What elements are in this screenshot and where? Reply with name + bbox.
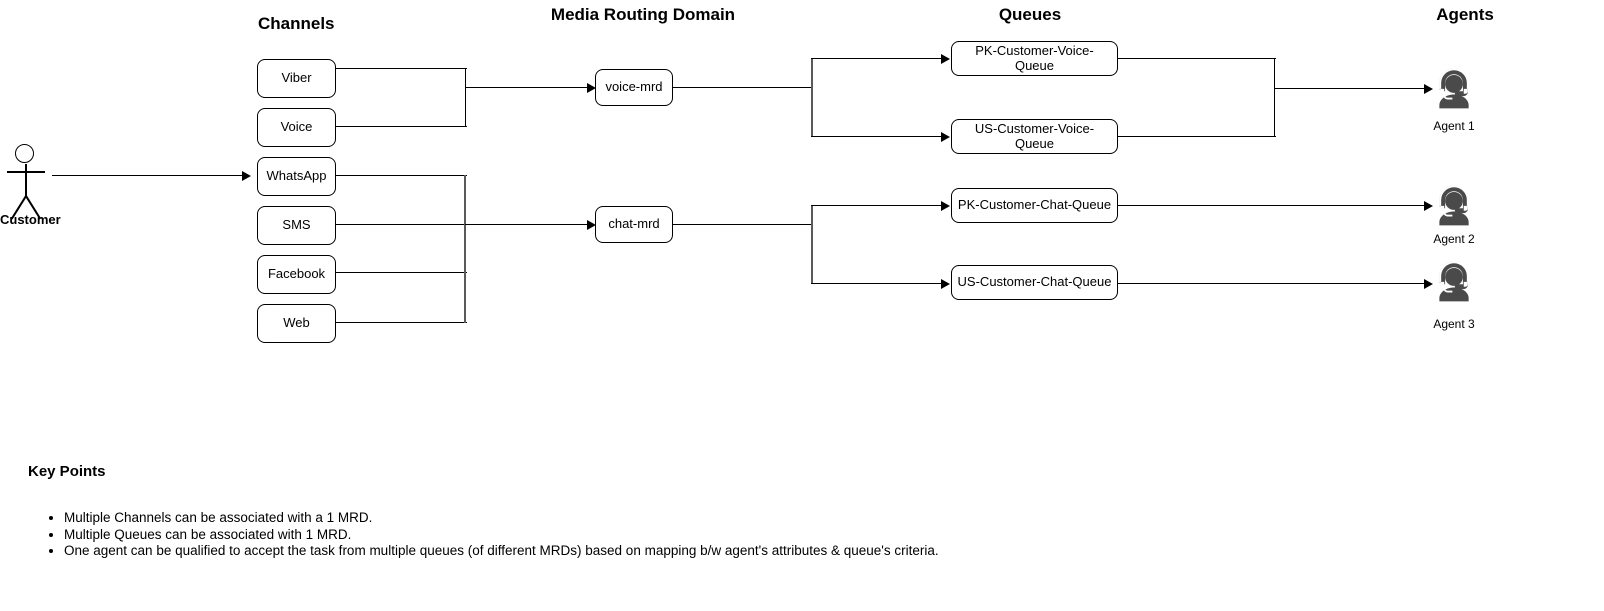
queue-node-us-customer-voice-queue[interactable]: US-Customer-Voice-Queue: [951, 119, 1118, 154]
edge-chatmrd-to-splitbus: [673, 224, 813, 226]
agent-headset-icon: [1428, 62, 1480, 114]
edge-customer-to-channels: [52, 175, 242, 177]
channel-label: Voice: [280, 119, 313, 135]
customer-stick-figure-icon: [7, 144, 45, 224]
edge-sms-to-bus: [336, 224, 467, 226]
bus-voice-queues-merge: [1274, 58, 1276, 137]
bus-voice-queue-split: [811, 58, 813, 137]
mrd-label: voice-mrd: [605, 79, 663, 95]
arrowhead-to-us-chat-queue: [941, 279, 950, 289]
bus-chat-queue-split: [811, 205, 813, 283]
arrowhead-customer-to-channels: [242, 171, 251, 181]
column-title-mrd: Media Routing Domain: [550, 5, 736, 24]
queue-label: PK-Customer-Chat-Queue: [957, 197, 1112, 213]
key-points-item: Multiple Channels can be associated with…: [64, 510, 1464, 527]
key-points-title: Key Points: [28, 463, 106, 480]
stick-head: [15, 144, 34, 163]
column-title-agents: Agents: [1436, 5, 1494, 24]
channel-node-voice[interactable]: Voice: [257, 108, 336, 147]
channel-node-sms[interactable]: SMS: [257, 206, 336, 245]
arrowhead-to-chat-mrd: [587, 220, 596, 230]
edge-splitbus-to-pk-chat-queue: [811, 205, 943, 207]
edge-splitbus-to-pk-voice-queue: [811, 58, 943, 60]
channel-node-viber[interactable]: Viber: [257, 59, 336, 98]
agent-label: Agent 1: [1433, 119, 1475, 133]
channel-label: WhatsApp: [266, 168, 327, 184]
key-points-list: Multiple Channels can be associated with…: [44, 510, 1464, 560]
edge-pk-voice-queue-to-mergebus: [1118, 58, 1276, 60]
edge-mergebus-to-agent1: [1274, 88, 1426, 90]
arrowhead-to-voice-mrd: [587, 83, 596, 93]
channel-node-whatsapp[interactable]: WhatsApp: [257, 157, 336, 196]
bus-voice-channels: [465, 68, 467, 127]
edge-splitbus-to-us-voice-queue: [811, 136, 943, 138]
edge-pk-chat-queue-to-agent2: [1118, 205, 1426, 207]
mrd-node-chat-mrd[interactable]: chat-mrd: [595, 206, 673, 243]
queue-label: US-Customer-Voice-Queue: [974, 120, 1095, 151]
edge-us-voice-queue-to-mergebus: [1118, 136, 1276, 138]
channel-label: SMS: [282, 217, 311, 233]
column-title-channels: Channels: [258, 14, 335, 33]
edge-voicebus-to-voicemrd: [465, 87, 587, 89]
edge-facebook-to-bus: [336, 272, 467, 274]
edge-us-chat-queue-to-agent3: [1118, 283, 1426, 285]
agent-label: Agent 2: [1433, 232, 1475, 246]
agent-label: Agent 3: [1433, 317, 1475, 331]
bus-chat-channels: [464, 175, 466, 323]
arrowhead-to-pk-voice-queue: [941, 54, 950, 64]
agent-headset-icon: [1428, 179, 1480, 231]
edge-voice-to-bus: [336, 126, 467, 128]
edge-viber-to-bus: [336, 68, 467, 70]
queue-label: US-Customer-Chat-Queue: [957, 274, 1112, 290]
column-title-queues: Queues: [998, 5, 1062, 24]
queue-node-pk-customer-voice-queue[interactable]: PK-Customer-Voice-Queue: [951, 41, 1118, 76]
edge-chatbus-to-chatmrd: [465, 224, 587, 226]
mrd-node-voice-mrd[interactable]: voice-mrd: [595, 69, 673, 106]
queue-node-us-customer-chat-queue[interactable]: US-Customer-Chat-Queue: [951, 265, 1118, 300]
arrowhead-to-agent2: [1424, 201, 1433, 211]
agent-headset-icon: [1428, 255, 1480, 307]
edge-voicemrd-to-splitbus: [673, 87, 813, 89]
stick-body: [25, 164, 27, 198]
channel-label: Viber: [281, 70, 312, 86]
edge-whatsapp-to-bus: [336, 175, 467, 177]
queue-node-pk-customer-chat-queue[interactable]: PK-Customer-Chat-Queue: [951, 188, 1118, 223]
arrowhead-to-agent3: [1424, 279, 1433, 289]
channel-label: Facebook: [267, 266, 326, 282]
key-points-item: Multiple Queues can be associated with 1…: [64, 527, 1464, 544]
arrowhead-to-us-voice-queue: [941, 132, 950, 142]
edge-splitbus-to-us-chat-queue: [811, 283, 943, 285]
customer-label: Customer: [0, 212, 61, 227]
arrowhead-to-pk-chat-queue: [941, 201, 950, 211]
arrowhead-to-agent1: [1424, 84, 1433, 94]
channel-label: Web: [283, 315, 310, 331]
edge-web-to-bus: [336, 322, 467, 324]
queue-label: PK-Customer-Voice-Queue: [975, 42, 1094, 73]
channel-node-web[interactable]: Web: [257, 304, 336, 343]
channel-node-facebook[interactable]: Facebook: [257, 255, 336, 294]
key-points-item: One agent can be qualified to accept the…: [64, 543, 1464, 560]
mrd-label: chat-mrd: [608, 216, 660, 232]
